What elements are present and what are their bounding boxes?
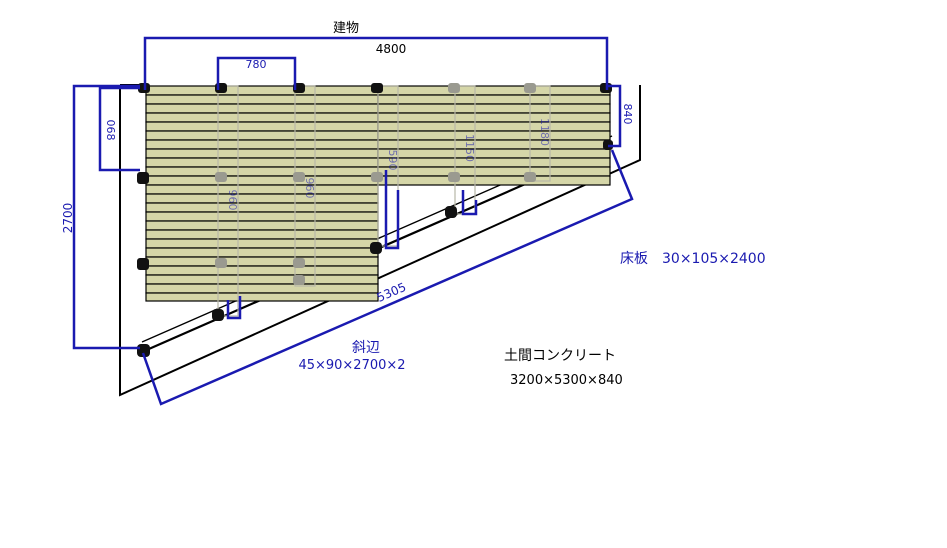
diagonal-title: 斜辺 <box>352 340 380 356</box>
joist-dimension-brackets <box>226 170 478 320</box>
diagonal-spec: 45×90×2700×2 <box>298 358 405 373</box>
joist-label-2: 960 <box>303 178 316 199</box>
left-small-dimension <box>98 86 140 172</box>
concrete-spec: 3200×5300×840 <box>510 373 623 388</box>
right-small-label: 840 <box>621 104 634 125</box>
span-dimension <box>216 56 297 90</box>
deck-boards-right <box>377 85 611 186</box>
left-height-dimension <box>72 84 140 350</box>
right-small-dimension <box>608 84 622 148</box>
joist-label-5: 1180 <box>538 118 551 146</box>
left-height-label: 2700 <box>61 203 75 234</box>
diagonal-length-label: 5305 <box>375 280 409 305</box>
span-label: 780 <box>246 58 267 71</box>
building-label: 建物 <box>333 21 359 36</box>
diagonal-dimension <box>141 149 634 406</box>
concrete-title: 土間コンクリート <box>504 348 616 364</box>
building-dimension <box>143 36 609 90</box>
left-small-label: 068 <box>104 120 117 141</box>
joist-label-4: 1150 <box>463 134 476 162</box>
joist-label-3: 590 <box>386 150 399 171</box>
deck-boards-left <box>145 85 379 302</box>
floor-board-label: 床板 30×105×2400 <box>620 251 766 267</box>
joist-label-1: 960 <box>226 190 239 211</box>
building-length-label: 4800 <box>376 42 407 56</box>
